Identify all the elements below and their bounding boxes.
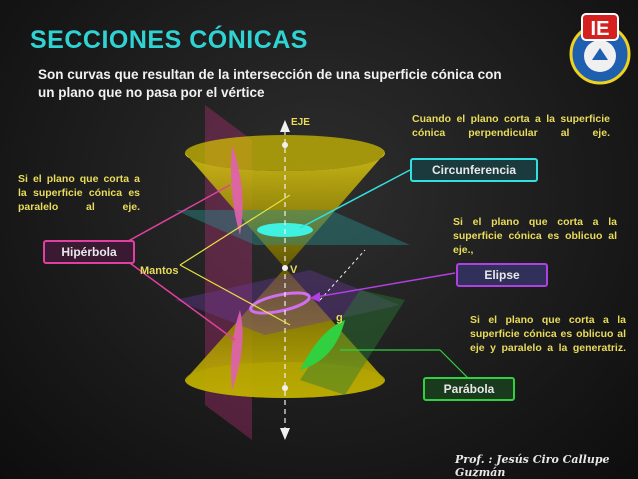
logo-text: IE bbox=[591, 18, 610, 40]
subtitle: Son curvas que resultan de la intersecci… bbox=[38, 67, 502, 100]
ellipse-section bbox=[249, 291, 311, 315]
circle-label: Circunferencia bbox=[410, 158, 538, 182]
parabola-connector bbox=[439, 349, 471, 381]
mantos-connector-1 bbox=[179, 194, 291, 266]
hyperbola-label: Hipérbola bbox=[43, 240, 135, 264]
parabola-description: Si el plano que corta a la superficie có… bbox=[470, 314, 626, 354]
mantos-connector-2 bbox=[179, 264, 291, 326]
hyperbola-lower-branch bbox=[231, 310, 243, 390]
axis-arrow-down bbox=[280, 428, 290, 440]
vertex-label: V bbox=[290, 264, 298, 276]
ellipse-description: Si el plano que corta a la superficie có… bbox=[453, 216, 617, 256]
page-title: SECCIONES CÓNICAS bbox=[30, 26, 308, 54]
generatrix-line bbox=[319, 249, 366, 301]
ellipse-label: Elipse bbox=[456, 263, 548, 287]
hyperbola-description: Si el plano que corta a la superficie có… bbox=[18, 173, 140, 213]
circle-connector bbox=[299, 169, 411, 229]
hyperbola-connector-1 bbox=[111, 184, 231, 251]
axis-label: EJE bbox=[291, 117, 310, 128]
hyperbola-upper-branch bbox=[231, 145, 243, 235]
hyperbola-connector-2 bbox=[111, 249, 236, 341]
ellipse-connector bbox=[309, 272, 456, 299]
generatrix-label: g bbox=[336, 312, 343, 324]
mantos-label: Mantos bbox=[140, 265, 179, 277]
circle-description: Cuando el plano corta a la superficie có… bbox=[412, 113, 610, 139]
parabola-plane bbox=[300, 290, 405, 395]
author-footer: Prof. : Jesús Ciro Callupe Guzmán bbox=[455, 453, 610, 479]
parabola-section bbox=[300, 320, 345, 370]
school-logo: IE bbox=[569, 13, 631, 85]
vertex-point bbox=[282, 265, 288, 271]
ellipse-plane bbox=[175, 270, 400, 335]
axis-arrow-up bbox=[280, 120, 290, 132]
parabola-label: Parábola bbox=[423, 377, 515, 401]
